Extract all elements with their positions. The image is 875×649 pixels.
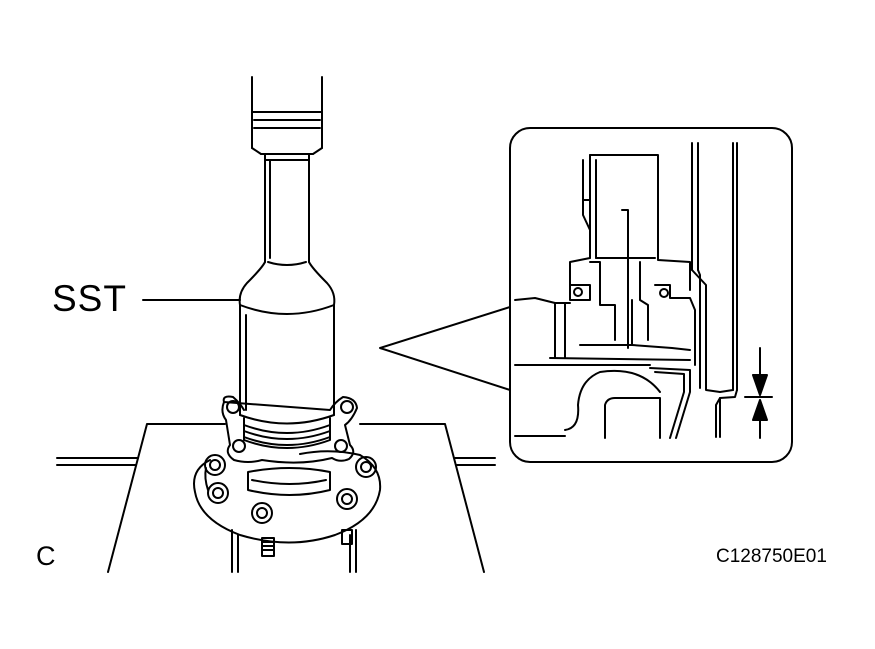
hub-bolt [208, 483, 228, 503]
flange-bolt-hole [227, 401, 239, 413]
flange-bolt-hole [233, 440, 245, 452]
axle-hub [194, 397, 380, 572]
flange-bolt-hole [335, 440, 347, 452]
figure-code-label: C128750E01 [716, 546, 827, 567]
flange-bolt-hole [341, 401, 353, 413]
press-ram [252, 77, 322, 154]
hub-bolt [210, 460, 220, 470]
sst-tool [240, 154, 335, 424]
hub-bolt [342, 494, 352, 504]
sst-label: SST [52, 278, 127, 319]
hub-bolt [205, 455, 225, 475]
press-plate [57, 424, 495, 572]
hub-bolt [361, 462, 371, 472]
hub-bolt [252, 503, 272, 523]
hub-bolt [213, 488, 223, 498]
hub-bolt [337, 489, 357, 509]
hub-bolt [356, 457, 376, 477]
detail-callout-pointer [380, 307, 510, 390]
view-letter-label: C [36, 541, 56, 571]
detail-inset [510, 128, 792, 462]
hub-bolt [257, 508, 267, 518]
